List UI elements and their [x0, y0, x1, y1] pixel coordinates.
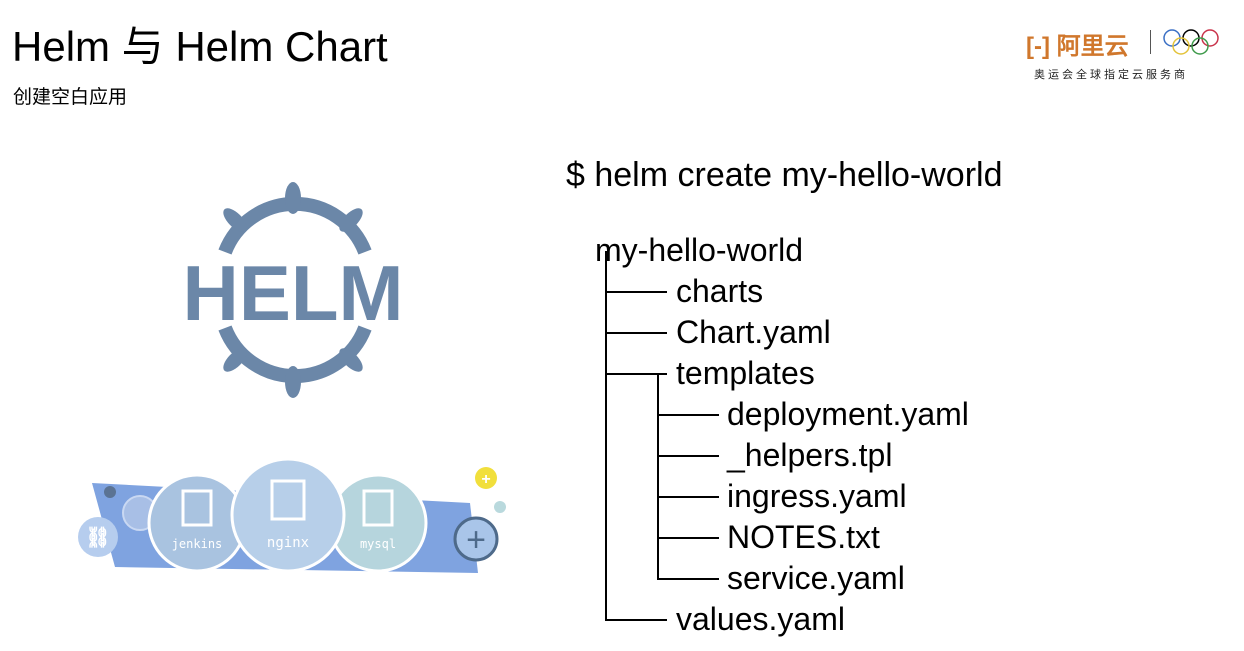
svg-text:jenkins: jenkins: [172, 537, 223, 551]
tree-item: ingress.yaml: [595, 456, 969, 517]
tree-item-name: charts: [676, 273, 764, 309]
helm-logo-text: HELM: [183, 249, 404, 337]
svg-text:mysql: mysql: [360, 537, 396, 551]
tree-item: charts: [595, 251, 969, 312]
helm-logo: HELM: [183, 182, 404, 398]
svg-text:⛓: ⛓: [85, 526, 110, 549]
brand-slogan: 奥运会全球指定云服务商: [1034, 69, 1188, 81]
tree-item: values.yaml: [595, 579, 969, 640]
svg-text:+: +: [481, 471, 490, 488]
page-subtitle: 创建空白应用: [13, 87, 128, 108]
page-title: Helm 与 Helm Chart: [12, 23, 388, 70]
olympic-rings-icon: [1163, 29, 1219, 55]
tree-item: my-hello-world: [595, 230, 969, 271]
divider: [1150, 30, 1151, 54]
link-icon: [78, 517, 118, 557]
tree-item-name: ingress.yaml: [727, 478, 907, 514]
chart-repository-illustration: ⛓ + + jenkins mysql nginx: [78, 457, 506, 573]
tree-item: NOTES.txt: [595, 497, 969, 558]
svg-text:+: +: [466, 521, 486, 559]
tree-item-name: NOTES.txt: [727, 519, 880, 555]
chart-nginx: nginx: [230, 457, 346, 573]
tree-item-name: Chart.yaml: [676, 314, 831, 350]
tree-item: Chart.yaml: [595, 292, 969, 353]
tree-item: service.yaml: [595, 538, 969, 599]
add-chart-icon: [453, 516, 499, 562]
svg-text:nginx: nginx: [267, 535, 309, 551]
tree-item-name: values.yaml: [676, 601, 845, 637]
tree-item-name: service.yaml: [727, 560, 905, 596]
brand-name: 阿里云: [1056, 33, 1129, 60]
aliyun-mark-icon: [-]: [1026, 33, 1050, 60]
tree-item-name: my-hello-world: [595, 232, 804, 268]
tree-item: _helpers.tpl: [595, 415, 969, 476]
tree-item: deployment.yaml: [595, 374, 969, 435]
aliyun-logo: [-] 阿里云 奥运会全球指定云服务商: [1026, 26, 1226, 86]
tree-item-name: templates: [676, 355, 815, 391]
helm-create-command: $ helm create my-hello-world: [566, 156, 1003, 194]
chart-mysql: mysql: [328, 473, 428, 573]
chart-jenkins: jenkins: [147, 473, 247, 573]
tree-item-name: deployment.yaml: [727, 396, 969, 432]
tree-item: templates: [595, 333, 969, 394]
tree-item-name: _helpers.tpl: [727, 437, 893, 473]
